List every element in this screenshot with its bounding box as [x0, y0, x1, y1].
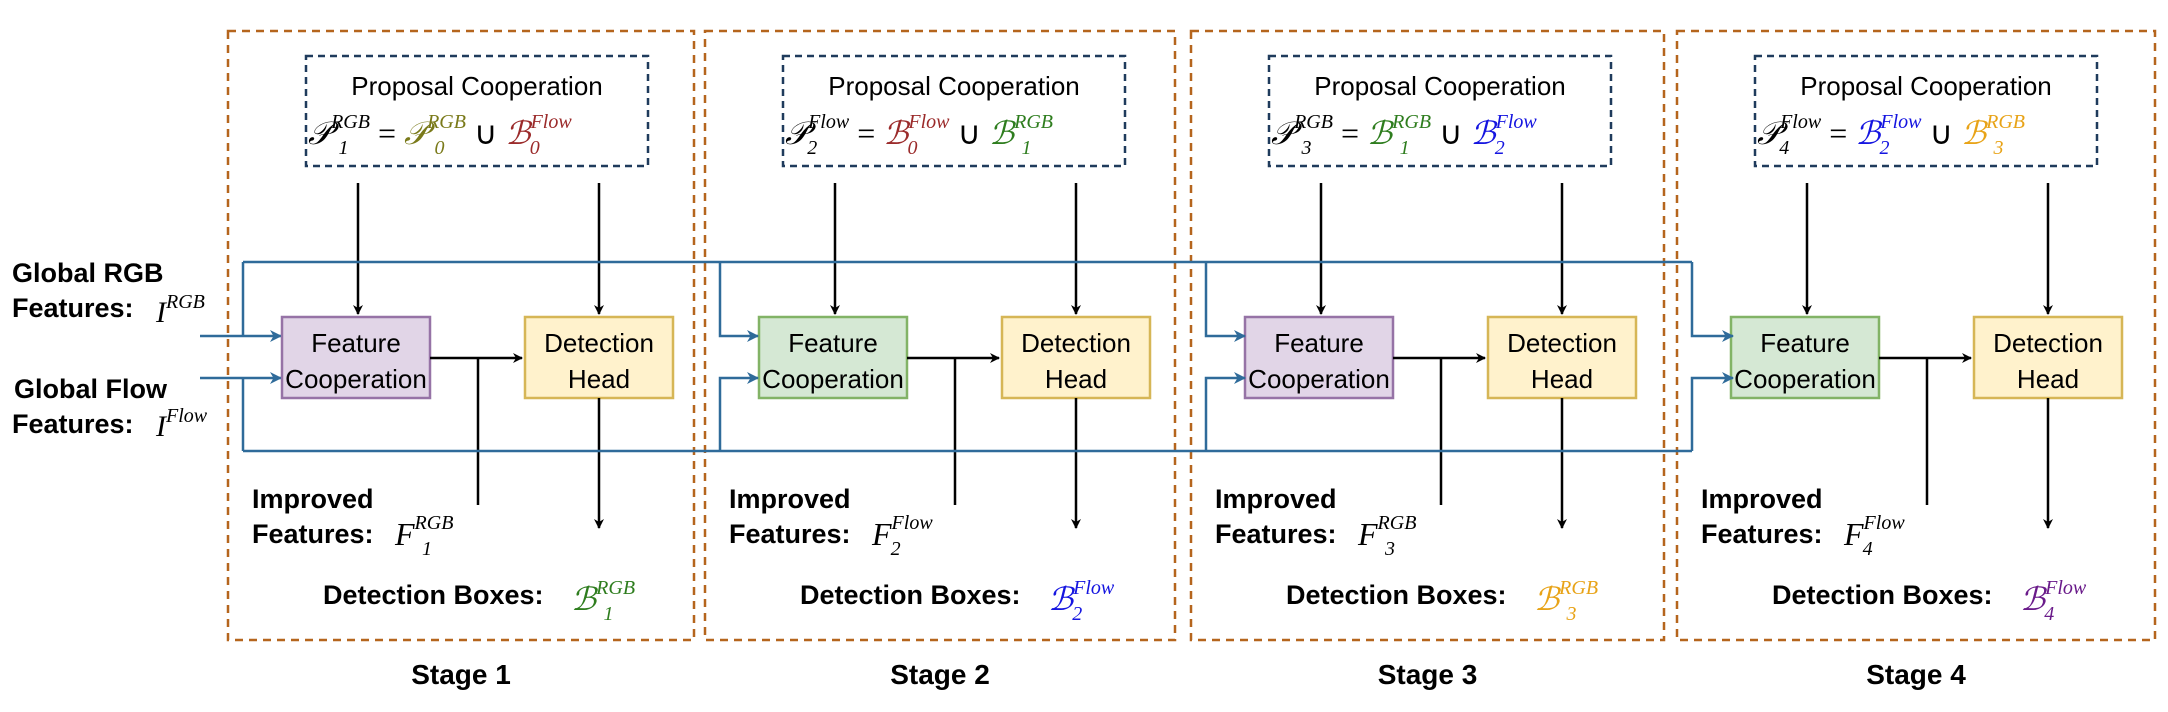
detection-head-label: Head — [2017, 364, 2079, 394]
bus-to-feature-arrow — [1690, 372, 1734, 451]
detection-head-box — [1000, 315, 1152, 400]
proposal-title: Proposal Cooperation — [1800, 71, 2052, 101]
proposal-cooperation-box — [1267, 54, 1613, 168]
detection-boxes-label: Detection Boxes: — [1286, 580, 1507, 610]
improved-features-label: Improved — [252, 484, 374, 514]
feature-cooperation-label: Cooperation — [285, 364, 427, 394]
detection-head-label: Head — [568, 364, 630, 394]
feature-cooperation-box — [757, 315, 909, 400]
input-rgb-symbol: IRGB — [155, 291, 205, 329]
input-flow-line1: Global Flow — [14, 374, 168, 404]
stage-frame — [226, 29, 696, 642]
bus-to-feature-arrow — [1204, 372, 1246, 451]
stage-frame — [1675, 29, 2157, 642]
stage-label: Stage 1 — [411, 659, 511, 690]
bus-to-feature-arrow — [1204, 262, 1246, 342]
proposal-title: Proposal Cooperation — [1314, 71, 1566, 101]
bus-to-feature-arrow — [718, 262, 759, 342]
detection-head-label: Head — [1045, 364, 1107, 394]
stage-frame — [703, 29, 1177, 642]
improved-features-label: Features: — [729, 519, 851, 549]
feature-cooperation-label: Feature — [311, 328, 401, 358]
detection-boxes-label: Detection Boxes: — [800, 580, 1021, 610]
improved-features-label: Improved — [1215, 484, 1337, 514]
detection-head-box — [523, 315, 675, 400]
detection-head-box — [1972, 315, 2124, 400]
improved-features-label: Features: — [1701, 519, 1823, 549]
feature-cooperation-label: Feature — [788, 328, 878, 358]
proposal-cooperation-box — [1753, 54, 2099, 168]
bus-to-feature-arrow — [718, 372, 759, 451]
feature-cooperation-box — [280, 315, 432, 400]
input-flow-line2: Features: — [12, 409, 134, 439]
improved-features-label: Improved — [729, 484, 851, 514]
input-rgb-line1: Global RGB — [12, 258, 164, 288]
detection-head-label: Detection — [1021, 328, 1131, 358]
feature-cooperation-label: Cooperation — [1734, 364, 1876, 394]
stage-label: Stage 4 — [1866, 659, 1966, 690]
detection-head-label: Head — [1531, 364, 1593, 394]
input-rgb-line2: Features: — [12, 293, 134, 323]
feature-cooperation-label: Cooperation — [1248, 364, 1390, 394]
improved-features-label: Features: — [1215, 519, 1337, 549]
proposal-title: Proposal Cooperation — [828, 71, 1080, 101]
proposal-cooperation-box — [304, 54, 650, 168]
detection-head-label: Detection — [544, 328, 654, 358]
bus-to-feature-arrow — [1690, 262, 1734, 342]
proposal-title: Proposal Cooperation — [351, 71, 603, 101]
global-feature-lines — [241, 260, 1734, 453]
stage-label: Stage 2 — [890, 659, 990, 690]
input-flow-symbol: IFlow — [155, 405, 208, 443]
proposal-cooperation-box — [781, 54, 1127, 168]
improved-features-label: Features: — [252, 519, 374, 549]
feature-cooperation-label: Feature — [1274, 328, 1364, 358]
feature-cooperation-label: Feature — [1760, 328, 1850, 358]
detection-boxes-label: Detection Boxes: — [323, 580, 544, 610]
detection-head-label: Detection — [1507, 328, 1617, 358]
detection-head-label: Detection — [1993, 328, 2103, 358]
stage-frame — [1189, 29, 1666, 642]
detection-head-box — [1486, 315, 1638, 400]
stage-label: Stage 3 — [1378, 659, 1478, 690]
improved-features-label: Improved — [1701, 484, 1823, 514]
detection-boxes-label: Detection Boxes: — [1772, 580, 1993, 610]
feature-cooperation-label: Cooperation — [762, 364, 904, 394]
